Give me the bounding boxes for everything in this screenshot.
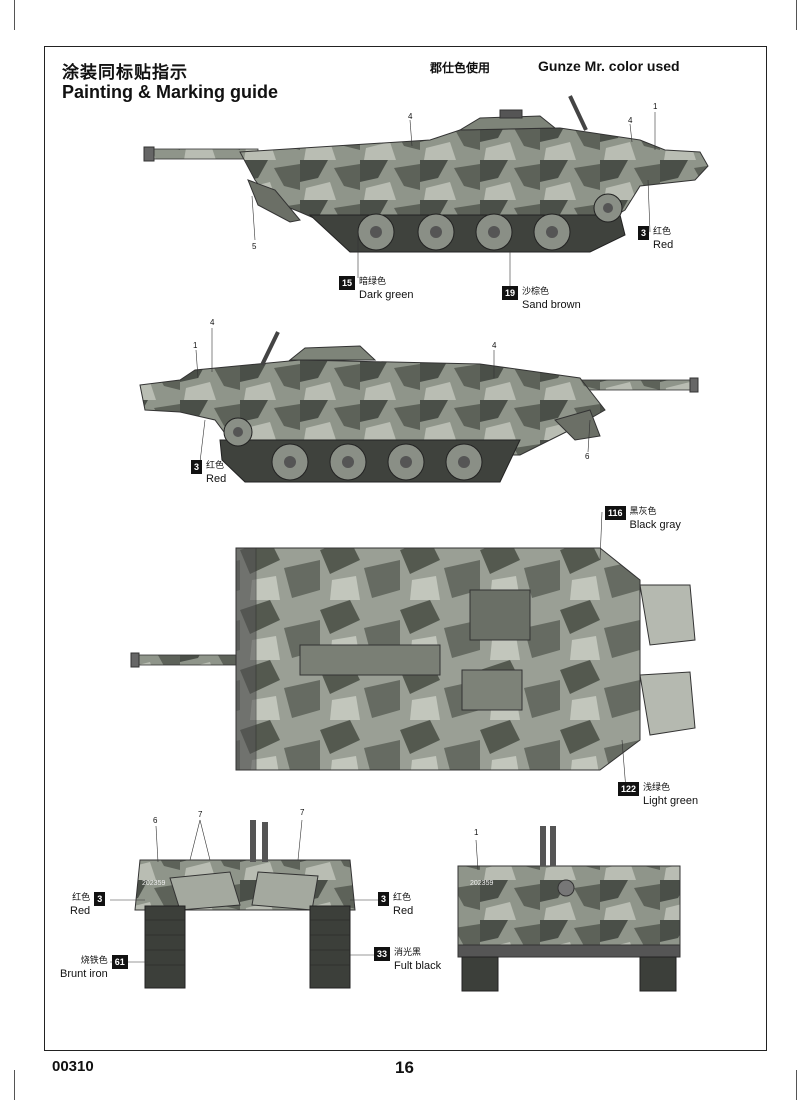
callout-brunt-iron: 烧铁色 Brunt iron61 — [60, 955, 132, 981]
color-code-badge: 15 — [339, 276, 356, 290]
color-code-badge: 19 — [502, 286, 519, 300]
color-code-badge: 3 — [378, 892, 390, 906]
color-code-badge: 61 — [111, 955, 128, 969]
color-name-en: Red — [653, 239, 674, 251]
kit-code: 00310 — [52, 1058, 94, 1075]
color-name-zh: 黑灰色 — [629, 507, 657, 517]
decal-number: 4 — [210, 318, 215, 327]
color-code-badge: 3 — [191, 460, 203, 474]
color-code-badge: 122 — [618, 782, 640, 796]
color-name-en: Fult black — [394, 960, 442, 972]
color-name-en: Red — [70, 905, 91, 917]
colors-used-chinese: 郡仕色使用 — [430, 61, 491, 75]
color-name-en: Red — [393, 905, 414, 917]
color-name-en: Dark green — [359, 289, 414, 301]
colors-used-english: Gunze Mr. color used — [538, 58, 680, 74]
decal-number: 7 — [198, 810, 203, 819]
color-name-en: Black gray — [629, 519, 681, 531]
color-code-badge: 3 — [94, 892, 106, 906]
decal-number: 4 — [628, 116, 633, 125]
side-view-1 — [143, 95, 709, 290]
color-name-zh: 烧铁色 — [80, 956, 108, 966]
decal-number: 4 — [492, 341, 497, 350]
color-name-en: Sand brown — [522, 299, 581, 311]
front-view — [110, 819, 378, 989]
page-frame — [44, 46, 767, 1051]
color-name-zh: 消光黑 — [394, 948, 422, 958]
top-view — [130, 511, 696, 791]
color-name-zh: 红色 — [206, 461, 225, 471]
color-name-zh: 红色 — [72, 893, 91, 903]
page-number: 16 — [395, 1058, 414, 1077]
decal-number: 1 — [653, 102, 658, 111]
color-name-zh: 沙棕色 — [522, 287, 550, 297]
decal-number: 6 — [585, 452, 590, 461]
color-name-en: Red — [206, 473, 227, 485]
color-code-badge: 3 — [638, 226, 650, 240]
color-name-zh: 红色 — [653, 227, 672, 237]
rear-plate: 202359 — [470, 880, 494, 887]
color-name-en: Brunt iron — [60, 968, 108, 980]
color-code-badge: 33 — [374, 947, 391, 961]
color-name-zh: 浅绿色 — [643, 783, 671, 793]
decal-number: 4 — [408, 112, 413, 121]
front-plate: 202359 — [142, 880, 166, 887]
color-name-zh: 红色 — [393, 893, 412, 903]
color-name-en: Light green — [643, 795, 699, 807]
decal-number: 7 — [300, 808, 305, 817]
decal-number: 1 — [193, 341, 198, 350]
decal-number: 6 — [153, 816, 158, 825]
color-name-zh: 暗绿色 — [359, 277, 387, 287]
callout-red-front-left: 红色 Red3 — [70, 892, 109, 918]
color-code-badge: 116 — [605, 506, 626, 520]
title-english: Painting & Marking guide — [62, 82, 279, 102]
decal-number: 5 — [252, 242, 257, 251]
rear-view — [457, 826, 681, 992]
title-chinese: 涂装同标贴指示 — [62, 63, 188, 83]
decal-number: 1 — [474, 828, 479, 837]
side-view-2 — [139, 328, 699, 483]
